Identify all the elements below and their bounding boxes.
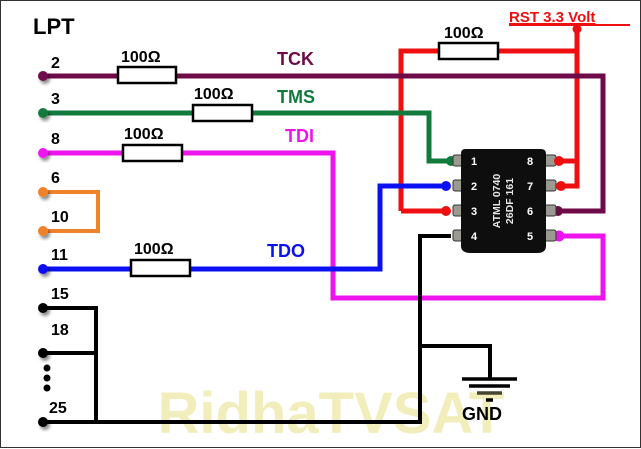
resistor-tdi-label: 100Ω bbox=[124, 126, 164, 143]
lpt-pin-8-dot[interactable] bbox=[38, 148, 48, 158]
rst-net bbox=[398, 29, 580, 214]
tdo-net bbox=[43, 183, 446, 272]
lpt-pin-15-dot[interactable] bbox=[38, 303, 48, 313]
lpt-pin-3-label: 3 bbox=[51, 91, 60, 108]
tck-net bbox=[43, 73, 606, 214]
flash-chip: 1 2 3 4 8 7 6 5 ATML 0740 26DF 161 bbox=[452, 149, 557, 253]
ellipsis-dots bbox=[43, 364, 51, 392]
resistor-tms bbox=[191, 103, 254, 123]
chip-pin-8-dot bbox=[554, 156, 564, 166]
gnd-net bbox=[43, 234, 492, 424]
lpt-pin-15-label: 15 bbox=[51, 286, 69, 303]
tdi-label: TDI bbox=[285, 126, 314, 146]
resistor-tck-label: 100Ω bbox=[121, 49, 161, 66]
chip-pin-7-dot bbox=[556, 181, 566, 191]
rst-label: RST 3.3 Volt bbox=[509, 9, 595, 26]
chip-body bbox=[461, 149, 546, 253]
chip-marking-line1: ATML 0740 bbox=[491, 174, 503, 229]
lpt-pin-11-dot[interactable] bbox=[38, 264, 48, 274]
gnd-label: GND bbox=[462, 404, 502, 424]
chip-pin-4-label: 4 bbox=[471, 231, 478, 243]
lpt-pin-18-label: 18 bbox=[51, 322, 69, 339]
lpt-pin-6-label: 6 bbox=[51, 170, 60, 187]
chip-pin-8-label: 8 bbox=[527, 156, 533, 168]
resistor-tdo bbox=[129, 258, 192, 278]
chip-pin-6-label: 6 bbox=[527, 206, 533, 218]
tck-label: TCK bbox=[277, 49, 314, 69]
lpt-pin-25-label: 25 bbox=[49, 400, 67, 417]
resistor-tms-label: 100Ω bbox=[194, 86, 234, 103]
rst-junction bbox=[572, 24, 582, 34]
chip-marking-line2: 26DF 161 bbox=[504, 178, 516, 224]
watermark: RidhaTVSAT bbox=[158, 381, 505, 446]
resistor-rst bbox=[437, 41, 500, 61]
resistor-rst-label: 100Ω bbox=[444, 25, 484, 42]
chip-pin-2-label: 2 bbox=[471, 181, 477, 193]
tdi-net bbox=[43, 150, 606, 301]
lpt-pin-25-dot[interactable] bbox=[38, 417, 48, 427]
chip-pin-2-dot bbox=[441, 181, 451, 191]
lpt-pin-10-label: 10 bbox=[51, 209, 69, 226]
rst-wire-vcc bbox=[563, 29, 580, 189]
resistor-tdi bbox=[121, 143, 184, 163]
lpt-pin-3-dot[interactable] bbox=[38, 108, 48, 118]
lpt-pin-2-label: 2 bbox=[51, 55, 60, 72]
chip-pin-numbers: 1 2 3 4 8 7 6 5 bbox=[471, 156, 533, 243]
lpt-pin-11-label: 11 bbox=[51, 247, 68, 264]
lpt-title: LPT bbox=[33, 14, 75, 39]
bridge-6-10-wire bbox=[43, 190, 100, 233]
lpt-pin-6-dot[interactable] bbox=[38, 187, 48, 197]
lpt-pin-8-label: 8 bbox=[51, 131, 60, 148]
tdo-label: TDO bbox=[267, 241, 305, 261]
lpt-pin-2-dot[interactable] bbox=[38, 71, 48, 81]
lpt-pin-10-dot[interactable] bbox=[38, 226, 48, 236]
lpt-pin-18-dot[interactable] bbox=[38, 348, 48, 358]
chip-pin-3-label: 3 bbox=[471, 206, 477, 218]
chip-pin-1-label: 1 bbox=[471, 156, 477, 168]
resistor-tck bbox=[116, 65, 178, 85]
chip-pin-5-label: 5 bbox=[527, 231, 533, 243]
chip-pin-3-dot bbox=[441, 206, 451, 216]
chip-pin-7-label: 7 bbox=[527, 181, 533, 193]
ground-symbol-icon bbox=[462, 377, 517, 402]
rst-wire-top bbox=[398, 48, 439, 211]
resistor-tdo-label: 100Ω bbox=[134, 241, 174, 258]
tms-label: TMS bbox=[277, 87, 315, 107]
lpt-pin-labels: 2 3 8 6 10 11 15 18 25 bbox=[49, 55, 69, 417]
